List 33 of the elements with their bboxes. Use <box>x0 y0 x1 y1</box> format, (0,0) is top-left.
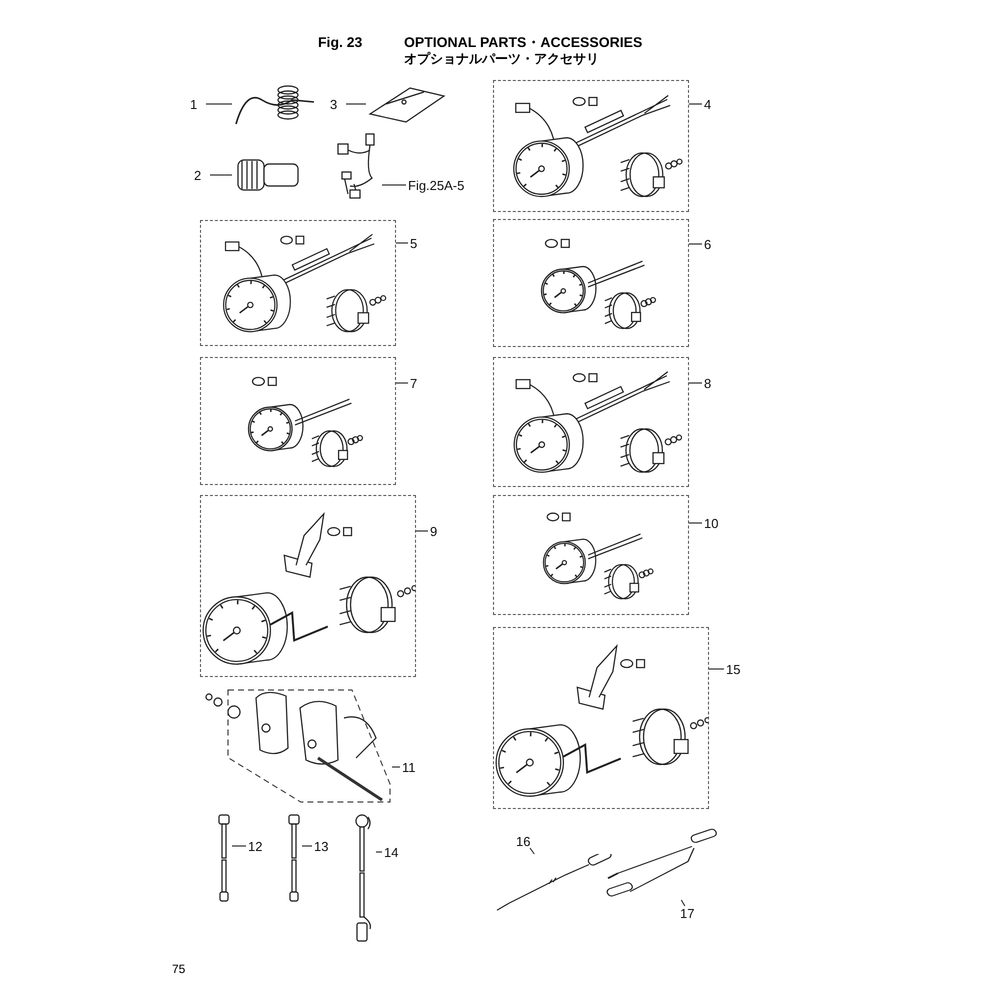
leader-line <box>416 530 428 532</box>
page-number: 75 <box>172 961 186 978</box>
callout-number: 5 <box>410 235 424 251</box>
callout-number: 6 <box>704 236 718 252</box>
leader-line <box>680 900 686 906</box>
callout-number: 10 <box>704 515 726 531</box>
callout-number: 11 <box>402 759 424 775</box>
leader-line <box>210 174 232 176</box>
callout-number: 13 <box>314 838 336 854</box>
leader-line <box>708 668 724 670</box>
callout-number: 14 <box>384 844 406 860</box>
leader-line <box>530 848 535 854</box>
callout-number: Fig.25A-5 <box>408 177 482 193</box>
subtitle: オプショナルパーツ・アクセサリ <box>404 50 599 68</box>
callout-number: 8 <box>704 375 718 391</box>
callout-number: 15 <box>726 661 748 677</box>
leader-line <box>382 184 406 186</box>
callout-number: 12 <box>248 838 270 854</box>
callout-number: 1 <box>190 96 204 112</box>
callout-number: 4 <box>704 96 718 112</box>
leader-line <box>688 382 702 384</box>
callout-number: 3 <box>330 96 344 112</box>
callout-number: 2 <box>194 167 208 183</box>
leader-line <box>396 382 408 384</box>
callout-number: 16 <box>516 834 534 848</box>
title: OPTIONAL PARTS・ACCESSORIES <box>404 33 642 52</box>
leader-line <box>688 522 702 524</box>
callout-number: 17 <box>680 906 698 920</box>
figure-number: Fig. 23 <box>318 33 362 52</box>
callout-number: 9 <box>430 523 444 539</box>
callout-number: 7 <box>410 375 424 391</box>
leader-line <box>392 766 400 768</box>
leader-line <box>396 242 408 244</box>
